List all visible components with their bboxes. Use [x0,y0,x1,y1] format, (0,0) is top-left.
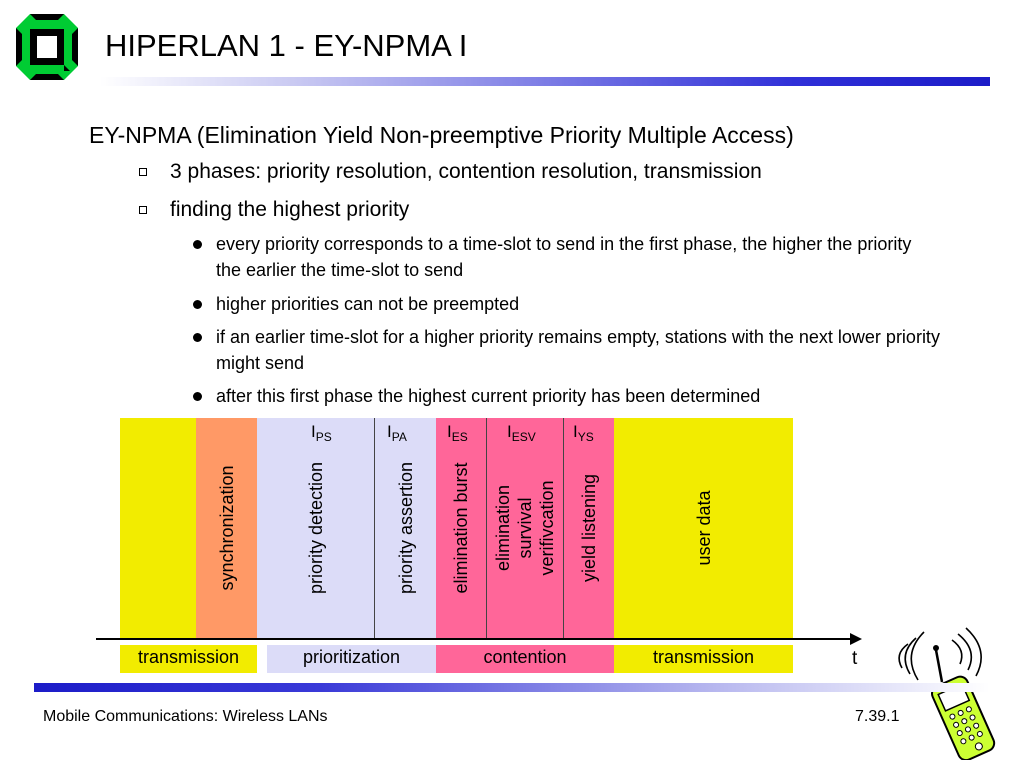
timing-label-ies: IES [447,422,468,444]
band-label: priority detection [305,461,326,595]
bullet-item: higher priorities can not be preempted [193,291,976,317]
phase-transmission-end: transmission [614,645,793,673]
main-point: EY-NPMA (Elimination Yield Non-preemptiv… [89,122,794,148]
band-elimination-survival-verification: elimination survival verifivcation [487,418,564,638]
footer-divider [34,683,990,692]
band-label: user data [693,490,714,566]
sub-point-phases: 3 phases: priority resolution, contentio… [139,159,762,185]
phase-transmission-start: transmission [120,645,257,673]
title-divider [100,77,990,86]
round-bullet-icon [193,333,202,342]
footer-course-title: Mobile Communications: Wireless LANs [43,708,328,725]
slide-title: HIPERLAN 1 - EY-NPMA I [105,28,468,63]
square-bullet-icon [139,168,147,176]
footer-slide-number: 7.39.1 [855,708,900,725]
time-axis [96,638,852,640]
bullet-item: if an earlier time-slot for a higher pri… [193,324,956,376]
band-label: synchronization [216,465,237,591]
university-logo-icon [16,14,78,80]
time-axis-label: t [852,648,858,669]
band-label: elimination burst [451,462,471,594]
band-priority-detection: priority detection [257,418,375,638]
timing-label-iesv: IESV [507,422,536,444]
band-priority-assertion: priority assertion [375,418,436,638]
round-bullet-icon [193,300,202,309]
band-transmission-start [120,418,196,638]
timing-label-iys: IYS [573,422,594,444]
timing-label-ips: IPS [311,422,332,444]
band-label: elimination survival verifivcation [493,480,557,576]
square-bullet-icon [139,206,147,214]
arrow-right-icon [850,633,862,645]
sub-point-priority: finding the highest priority [139,197,409,223]
band-elimination-burst: elimination burst [436,418,487,638]
band-yield-listening: yield listening [564,418,614,638]
phase-prioritization: prioritization [267,645,436,673]
bullet-item: after this first phase the highest curre… [193,383,976,409]
timing-label-ipa: IPA [387,422,407,444]
band-user-data: user data [614,418,793,638]
round-bullet-icon [193,392,202,401]
band-label: yield listening [579,473,599,583]
bullet-item: every priority corresponds to a time-slo… [193,231,936,283]
band-label: priority assertion [395,461,416,595]
band-synchronization: synchronization [196,418,257,638]
mobile-phone-icon [898,627,996,760]
round-bullet-icon [193,240,202,249]
phase-contention: contention [436,645,614,673]
